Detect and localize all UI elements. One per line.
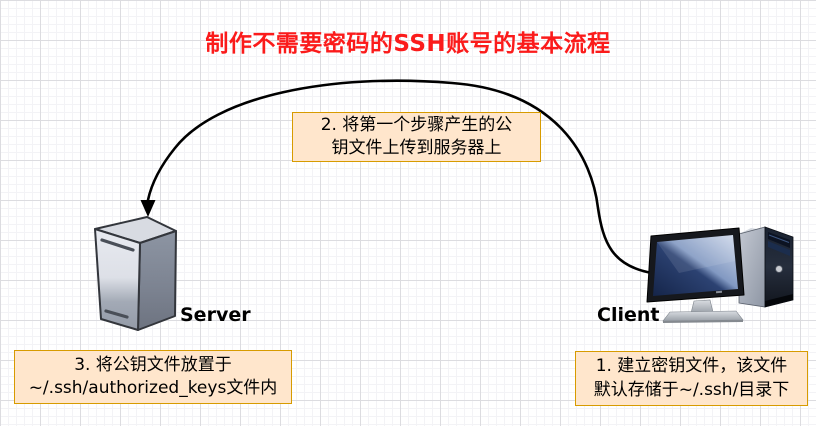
step2-line2: 钥文件上传到服务器上 [331,138,502,158]
step2-note-box: 2. 将第一个步骤产生的公 钥文件上传到服务器上 [292,112,541,162]
client-label: Client [597,304,660,326]
step1-line2: 默认存储于~/.ssh/目录下 [593,379,790,400]
server-icon [93,216,177,333]
step3-line2: ~/.ssh/authorized_keys文件内 [28,378,278,398]
step1-note-box: 1. 建立密钥文件，该文件 默认存储于~/.ssh/目录下 [575,351,808,406]
client-icon [644,221,796,324]
step2-line1: 2. 将第一个步骤产生的公 [320,114,513,135]
server-label: Server [180,304,251,326]
diagram-title: 制作不需要密码的SSH账号的基本流程 [205,31,611,57]
step3-note-box: 3. 将公钥文件放置于 ~/.ssh/authorized_keys文件内 [14,350,292,404]
step3-line1: 3. 将公钥文件放置于 [74,354,232,375]
step1-line1: 1. 建立密钥文件，该文件 [595,356,788,377]
arrowhead-icon [140,200,156,217]
